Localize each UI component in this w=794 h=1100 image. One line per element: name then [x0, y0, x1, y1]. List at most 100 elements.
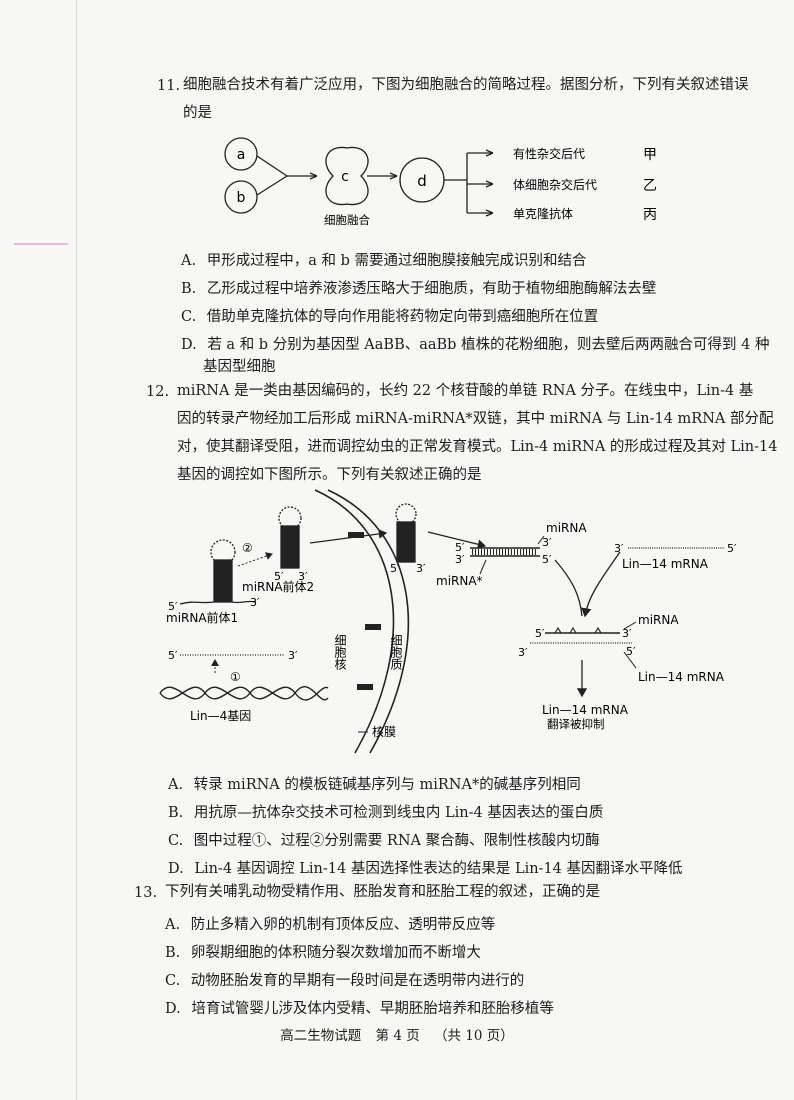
lin14-mrna-label-right: Lin—14 mRNA — [638, 670, 725, 684]
q13-option-a[interactable]: A. 防止多精入卵的机制有顶体反应、透明带反应等 — [165, 913, 495, 934]
transcript-5prime: 5′ — [168, 649, 178, 662]
nucleus-label: 细胞核 — [333, 634, 347, 670]
branch-2-label: 体细胞杂交后代 — [513, 177, 597, 192]
option-text: 乙形成过程中培养液渗透压略大于细胞质，有助于植物细胞酶解法去壁 — [206, 281, 657, 297]
branch-3-mark: 丙 — [643, 207, 657, 223]
q11-stem-line1: 细胞融合技术有着广泛应用，下图为细胞融合的简略过程。据图分析，下列有关叙述错误 — [183, 77, 749, 93]
cell-b-label: b — [237, 190, 246, 206]
cell-a-label: a — [237, 147, 246, 163]
p2-3prime: 3′ — [298, 570, 308, 583]
footer-subject: 高二生物试题 — [280, 1028, 362, 1044]
option-letter: C. — [165, 973, 181, 989]
q13-number: 13. — [134, 885, 158, 901]
mirna-label-top: miRNA — [546, 521, 587, 535]
duplex-bottom-3prime: 3′ — [455, 553, 465, 566]
branch-2-mark: 乙 — [643, 178, 657, 194]
membrane-label: 核膜 — [372, 725, 396, 739]
q11-option-b[interactable]: B. 乙形成过程中培养液渗透压略大于细胞质，有助于植物细胞酶解法去壁 — [181, 277, 656, 298]
q12-stem-line2: 因的转录产物经加工后形成 miRNA-miRNA*双链，其中 miRNA 与 L… — [177, 411, 774, 427]
mirna-duplex — [470, 547, 540, 557]
duplex-top-3prime: 3′ — [542, 536, 552, 549]
lin14-mrna-label-bottom: Lin—14 mRNA — [542, 703, 629, 717]
complex-3prime-top: 3′ — [622, 627, 632, 640]
option-letter: A. — [168, 777, 184, 793]
p1-3prime: 3′ — [250, 596, 260, 609]
q11-option-d[interactable]: D. 若 a 和 b 分别为基因型 AaBB、aaBb 植株的花粉细胞，则去壁后… — [181, 333, 770, 354]
q12-option-c[interactable]: C. 图中过程①、过程②分别需要 RNA 聚合酶、限制性核酸内切酶 — [168, 829, 600, 850]
option-text: 用抗原—抗体杂交技术可检测到线虫内 Lin-4 基因表达的蛋白质 — [193, 805, 604, 821]
option-letter: A. — [165, 917, 181, 933]
branch-3-label: 单克隆抗体 — [513, 206, 573, 221]
q11-option-d-line2: 基因型细胞 — [203, 359, 276, 375]
complex-5prime-top: 5′ — [535, 627, 545, 640]
cell-fusion-diagram: a b c d 细胞融合 有性杂交后代 体细胞杂交后代 单克隆抗体 甲 乙 丙 — [224, 137, 657, 227]
option-text: 借助单克隆抗体的导向作用能将药物定向带到癌细胞所在位置 — [206, 309, 599, 325]
page-edge-line — [76, 0, 77, 1100]
step2-label: ② — [242, 541, 253, 555]
duplex-bottom-5prime: 5′ — [542, 553, 552, 566]
q11-option-a[interactable]: A. 甲形成过程中，a 和 b 需要通过细胞膜接触完成识别和结合 — [181, 249, 586, 270]
option-letter: B. — [181, 281, 197, 297]
mirna-lin14-complex — [530, 626, 632, 644]
option-letter: D. — [165, 1001, 181, 1017]
footer-total: （共 10 页） — [434, 1028, 514, 1044]
option-text: 动物胚胎发育的早期有一段时间是在透明带内进行的 — [190, 973, 525, 989]
mirna-precursor1-hairpin — [179, 539, 257, 605]
option-text: 若 a 和 b 分别为基因型 AaBB、aaBb 植株的花粉细胞，则去壁后两两融… — [207, 337, 770, 353]
lin4-gene-label: Lin—4基因 — [190, 709, 251, 723]
option-letter: A. — [181, 253, 197, 269]
nuclear-pores — [348, 532, 381, 690]
mirna-label-bottom: miRNA — [638, 613, 679, 627]
option-text: 防止多精入卵的机制有顶体反应、透明带反应等 — [190, 917, 496, 933]
q12-option-a[interactable]: A. 转录 miRNA 的模板链碱基序列与 miRNA*的碱基序列相同 — [168, 773, 581, 794]
q13-option-c[interactable]: C. 动物胚胎发育的早期有一段时间是在透明带内进行的 — [165, 969, 524, 990]
p1-5prime: 5′ — [168, 600, 178, 613]
lin4-gene-dna — [159, 686, 329, 701]
q11-stem-line2: 的是 — [183, 105, 212, 121]
footer-page: 第 4 页 — [375, 1028, 420, 1044]
lin14-top-5prime: 5′ — [727, 542, 737, 555]
precursor1-label: miRNA前体1 — [166, 610, 238, 625]
q11-number: 11. — [157, 78, 181, 94]
fused-cell-c — [325, 146, 369, 206]
branch-1-label: 有性杂交后代 — [513, 146, 585, 161]
option-letter: B. — [168, 805, 184, 821]
option-text: 卵裂期细胞的体积随分裂次数增加而不断增大 — [190, 945, 481, 961]
transcript-3prime: 3′ — [288, 649, 298, 662]
branch-1-mark: 甲 — [643, 147, 657, 163]
q13-option-d[interactable]: D. 培育试管婴儿涉及体内受精、早期胚胎培养和胚胎移植等 — [165, 997, 554, 1018]
option-text: 甲形成过程中，a 和 b 需要通过细胞膜接触完成识别和结合 — [206, 253, 587, 269]
option-letter: D. — [181, 337, 197, 353]
q13-stem: 下列有关哺乳动物受精作用、胚胎发育和胚胎工程的叙述，正确的是 — [165, 884, 600, 900]
p3-3prime: 3′ — [416, 562, 426, 575]
duplex-top-5prime: 5′ — [455, 541, 465, 554]
q12-option-b[interactable]: B. 用抗原—抗体杂交技术可检测到线虫内 Lin-4 基因表达的蛋白质 — [168, 801, 603, 822]
q12-stem-line3: 对，使其翻译受阻，进而调控幼虫的正常发育模式。Lin-4 miRNA 的形成过程… — [177, 439, 778, 455]
cytoplasm-label: 细胞质 — [389, 634, 403, 670]
option-letter: D. — [168, 861, 184, 877]
page-footer: 高二生物试题 第 4 页 （共 10 页） — [0, 1024, 794, 1044]
lin14-mrna-label-top: Lin—14 mRNA — [622, 557, 709, 571]
q11-option-c[interactable]: C. 借助单克隆抗体的导向作用能将药物定向带到癌细胞所在位置 — [181, 305, 598, 326]
complex-3prime-bottom: 3′ — [518, 646, 528, 659]
fusion-label: 细胞融合 — [324, 213, 370, 227]
precursor2-label: miRNA前体2 — [242, 579, 314, 594]
q12-stem-line4: 基因的调控如下图所示。下列有关叙述正确的是 — [177, 467, 482, 483]
option-text: 培育试管婴儿涉及体内受精、早期胚胎培养和胚胎移植等 — [191, 1001, 554, 1017]
highlighter-mark — [14, 243, 68, 245]
q12-option-d[interactable]: D. Lin-4 基因调控 Lin-14 基因选择性表达的结果是 Lin-14 … — [168, 857, 683, 878]
mirna-diagram: 细胞核 细胞质 核膜 Lin—4基因 ① 5′ 3′ 5′ 3′ miRNA前体… — [159, 489, 737, 754]
p3-5prime: 5′ — [390, 562, 400, 575]
q12-number: 12. — [146, 384, 170, 400]
q13-option-b[interactable]: B. 卵裂期细胞的体积随分裂次数增加而不断增大 — [165, 941, 481, 962]
cell-b-circle — [224, 180, 258, 214]
option-text: 转录 miRNA 的模板链碱基序列与 miRNA*的碱基序列相同 — [193, 777, 581, 793]
p2-5prime: 5′ — [274, 570, 284, 583]
complex-5prime-bottom: 5′ — [626, 645, 636, 658]
step1-label: ① — [230, 670, 241, 684]
cell-d-label: d — [417, 172, 427, 190]
cell-a-circle — [224, 137, 258, 171]
nuclear-envelope — [314, 489, 410, 754]
option-letter: C. — [181, 309, 197, 325]
